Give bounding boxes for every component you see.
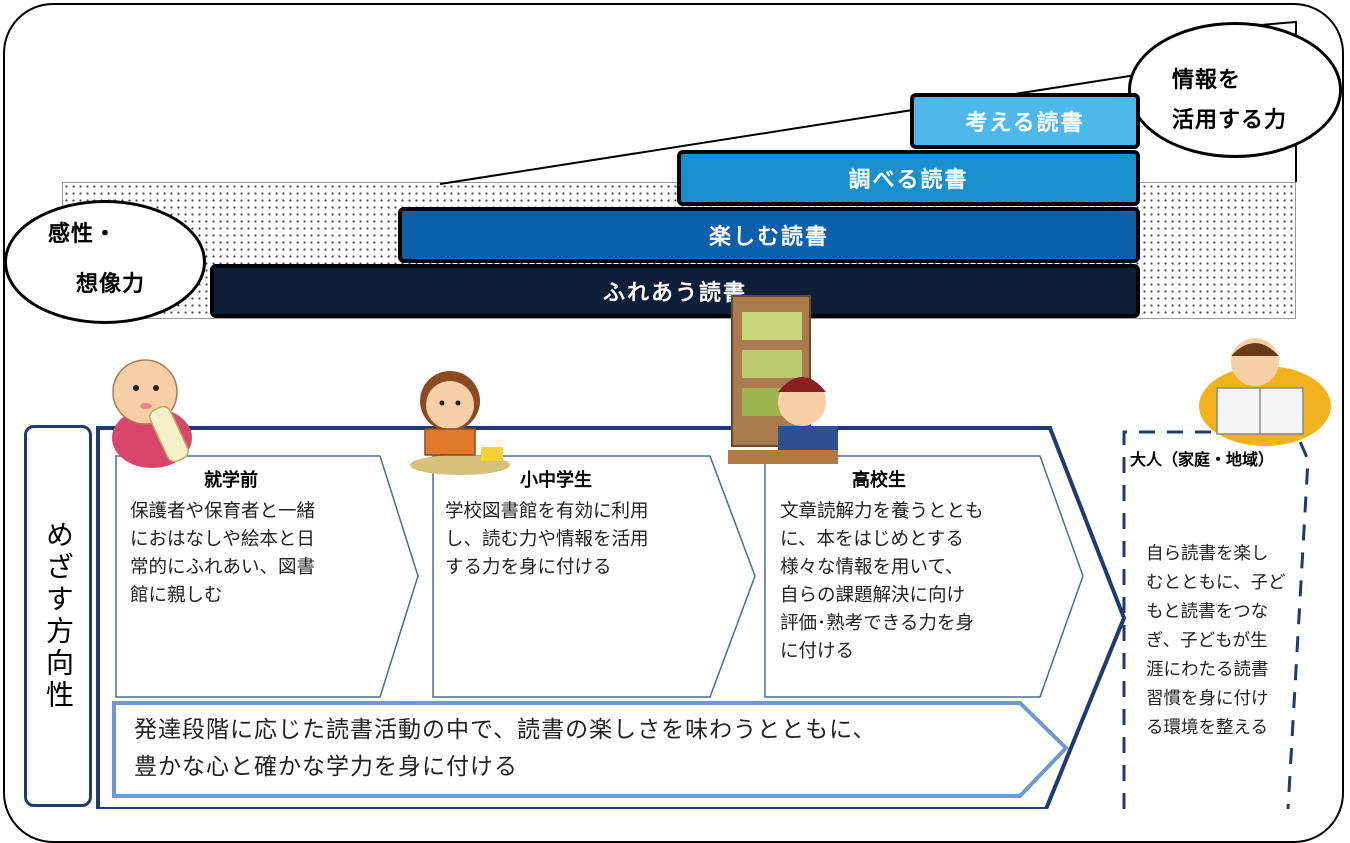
- sensibility-ellipse: [4, 200, 206, 324]
- summary-text: 発達段階に応じた読書活動の中で、読書の楽しさを味わうとともに、豊かな心と確かな学…: [134, 717, 877, 780]
- direction-label: めざす方向性: [42, 520, 75, 712]
- adult-title: 大人（家庭・地域）: [1130, 450, 1275, 469]
- bar-think: 考える読書: [910, 93, 1140, 149]
- baby-illustration: [112, 359, 192, 468]
- stage-title-school: 小中学生: [520, 470, 592, 491]
- bar-research: 調べる読書: [677, 150, 1140, 206]
- direction-label-box: めざす方向性: [24, 425, 92, 807]
- sensibility-line2: 想像力: [76, 272, 146, 297]
- sensibility-line1: 感性・: [48, 222, 118, 247]
- reading-girl-illustration: [410, 371, 510, 475]
- chevron-school: [432, 455, 756, 698]
- stage-text-school: 学校図書館を有効に利用し、読む力や情報を活用する力を身に付ける: [445, 501, 649, 578]
- chevron-highschool: [764, 455, 1084, 698]
- info-skill-line2: 活用する力: [1172, 108, 1288, 133]
- summary-arrow: [112, 701, 1069, 798]
- stage-arrows: [96, 426, 1310, 809]
- big-arrow: [96, 426, 1127, 809]
- diagonal-line: [439, 69, 1169, 185]
- stage-text-preschool: 保護者や保育者と一緒におはなしや絵本と日常的にふれあい、図書館に親しむ: [130, 501, 316, 606]
- adult-text: 自ら読書を楽しむとともに、子どもと読書をつなぎ、子どもが生涯にわたる読書習慣を身…: [1146, 544, 1286, 738]
- adult-reading-illustration: [1199, 338, 1331, 446]
- bar-touch: ふれあう読書: [210, 264, 1140, 318]
- chevron-preschool: [115, 455, 419, 698]
- info-skill-line1: 情報を: [1172, 68, 1242, 93]
- stage-text-highschool: 文章読解力を養うとともに、本をはじめとする様々な情報を用いて、自らの課題解決に向…: [780, 501, 984, 662]
- info-skill-ellipse: [1128, 22, 1342, 158]
- stage-title-highschool: 高校生: [852, 470, 906, 491]
- stage-title-preschool: 就学前: [204, 470, 258, 491]
- highschool-student-illustration: [728, 295, 838, 464]
- bar-enjoy: 楽しむ読書: [398, 207, 1140, 263]
